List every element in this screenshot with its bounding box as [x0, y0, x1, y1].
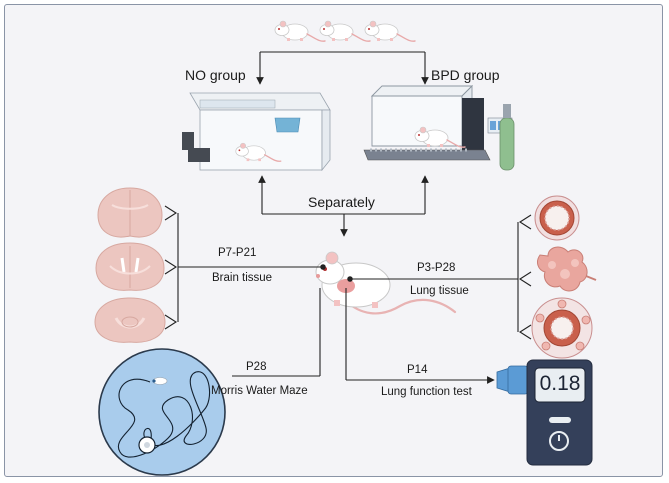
- lung-function-connector: [345, 288, 495, 384]
- mice-group-icon: [274, 20, 416, 42]
- lung-function-meter-icon: [496, 359, 593, 466]
- morris-maze-connector: [232, 288, 321, 377]
- bpd-group-chamber-icon: [363, 84, 515, 171]
- brain-tissue-connector: [164, 205, 326, 330]
- lung-function-time-label: P14: [407, 364, 428, 376]
- alveoli-cluster-icon: [537, 246, 597, 292]
- bpd-group-label: BPD group: [431, 67, 500, 83]
- maze-label: Morris Water Maze: [211, 385, 308, 397]
- separately-connector: [258, 175, 429, 237]
- no-group-label: NO group: [185, 67, 246, 83]
- brain-section-middle-icon: [95, 242, 165, 291]
- water-maze-pool-icon: [98, 348, 226, 476]
- lung-tissue-connector: [347, 214, 532, 340]
- bronchiole-cross-section-icon: [531, 297, 593, 359]
- separately-label: Separately: [308, 194, 375, 210]
- brain-section-frontal-icon: [97, 187, 163, 238]
- central-rat-icon: [315, 251, 457, 315]
- device-reading: 0.18: [539, 372, 581, 395]
- no-group-cage-icon: [182, 92, 331, 172]
- lung-function-label: Lung function test: [381, 386, 472, 398]
- brain-section-posterior-icon: [94, 297, 166, 343]
- airway-cross-section-icon: [534, 195, 580, 241]
- lung-time-label: P3-P28: [417, 262, 456, 274]
- brain-time-label: P7-P21: [218, 247, 257, 259]
- brain-tissue-label: Brain tissue: [212, 272, 273, 284]
- split-connector: [256, 51, 429, 85]
- maze-time-label: P28: [246, 361, 267, 373]
- lung-tissue-label: Lung tissue: [410, 285, 469, 297]
